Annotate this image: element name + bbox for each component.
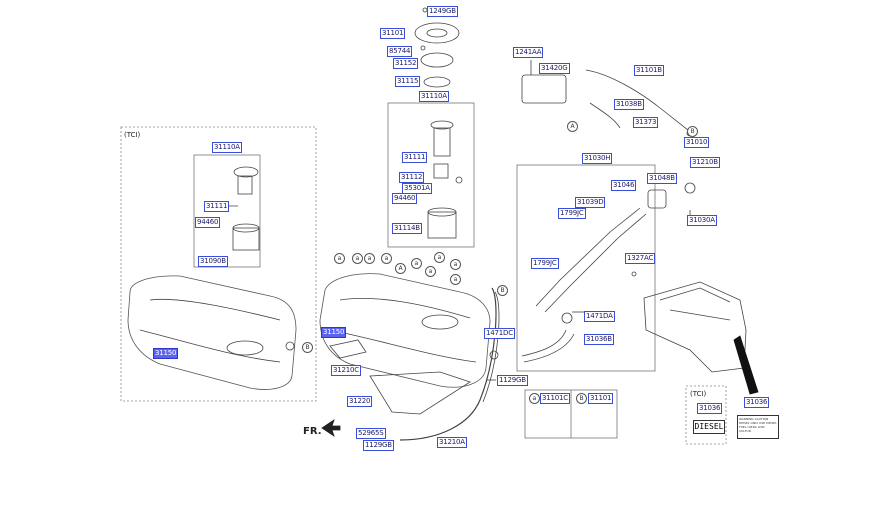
tci-part-label-31111[interactable]: 31111 (204, 201, 230, 212)
part-label-31210A[interactable]: 31210A (437, 437, 467, 448)
part-label-1471DC[interactable]: 1471DC (484, 328, 515, 339)
part-label-52965S[interactable]: 52965S (356, 428, 386, 439)
part-label-31115[interactable]: 31115 (395, 76, 421, 87)
part-label-1327AC[interactable]: 1327AC (625, 253, 656, 264)
part-label-31152[interactable]: 31152 (393, 58, 419, 69)
part-label-31150-main[interactable]: 31150 (321, 327, 347, 338)
part-label-31150-tci[interactable]: 31150 (153, 348, 179, 359)
kit-label-b[interactable]: 31101 (588, 393, 614, 404)
ref-circle-a6: a (425, 266, 436, 277)
part-label-31110A[interactable]: 31110A (419, 91, 449, 102)
part-label-85744[interactable]: 85744 (387, 46, 413, 57)
part-label-31036B[interactable]: 31036B (584, 334, 614, 345)
part-label-31101[interactable]: 31101 (380, 28, 406, 39)
ref-circle-A1: A (395, 263, 406, 274)
ref-circle-a5: a (411, 258, 422, 269)
part-label-31420G[interactable]: 31420G (539, 63, 570, 74)
front-direction-label: FR. (303, 426, 322, 437)
part-label-31114B[interactable]: 31114B (392, 223, 422, 234)
part-label-31220[interactable]: 31220 (347, 396, 373, 407)
part-label-31036-tci[interactable]: 31036 (697, 403, 723, 414)
part-label-31010[interactable]: 31010 (684, 137, 710, 148)
tci-caption-top: (TCI) (124, 131, 141, 139)
part-label-31039D[interactable]: 31039D (575, 197, 606, 208)
tci-part-label-94460[interactable]: 94460 (195, 217, 221, 228)
part-label-1799JC-b[interactable]: 1799JC (531, 258, 559, 269)
part-label-31046[interactable]: 31046 (611, 180, 637, 191)
part-label-94460[interactable]: 94460 (392, 193, 418, 204)
tci-pump-box (193, 154, 261, 268)
part-label-31048B[interactable]: 31048B (647, 173, 677, 184)
ref-circle-a8: a (450, 259, 461, 270)
kit-label-a[interactable]: 31101C (540, 393, 570, 404)
part-label-31038B[interactable]: 31038B (614, 99, 644, 110)
part-label-31112[interactable]: 31112 (399, 172, 425, 183)
tci-part-label-31090B[interactable]: 31090B (198, 256, 228, 267)
ref-circle-a-kit: a (529, 393, 540, 404)
pump-box (387, 102, 475, 248)
part-label-31036-car[interactable]: 31036 (744, 397, 770, 408)
part-label-1129GB-a[interactable]: 1129GB (497, 375, 528, 386)
ref-circle-B2: B (302, 342, 313, 353)
warning-label: WARNING CAUTION DIESEL ONLY USE DIESEL F… (737, 415, 779, 439)
part-label-31030H[interactable]: 31030H (582, 153, 613, 164)
ref-circle-a9: a (450, 274, 461, 285)
part-label-31210B[interactable]: 31210B (690, 157, 720, 168)
part-label-31030A[interactable]: 31030A (687, 215, 717, 226)
part-label-1799JC-a[interactable]: 1799JC (558, 208, 586, 219)
diesel-tag: DIESEL (693, 420, 725, 434)
ref-circle-b-kit: B (576, 393, 587, 404)
tci-caption-bottom: (TCI) (690, 390, 707, 398)
part-label-31111[interactable]: 31111 (402, 152, 428, 163)
filler-box (516, 164, 656, 372)
part-label-1249GB[interactable]: 1249GB (427, 6, 458, 17)
tci-label-box (685, 385, 727, 445)
tci-part-label-31110A[interactable]: 31110A (212, 142, 242, 153)
part-label-1129GB-b[interactable]: 1129GB (363, 440, 394, 451)
ref-circle-B3: B (687, 126, 698, 137)
ref-circle-a3: a (364, 253, 375, 264)
ref-circle-a4: a (381, 253, 392, 264)
ref-circle-a7: a (434, 252, 445, 263)
ref-circle-a1: a (334, 253, 345, 264)
part-label-31373[interactable]: 31373 (633, 117, 659, 128)
ref-circle-B1: B (497, 285, 508, 296)
part-label-31101B[interactable]: 31101B (634, 65, 664, 76)
part-label-1241AA[interactable]: 1241AA (513, 47, 544, 58)
part-label-1471DA[interactable]: 1471DA (584, 311, 615, 322)
ref-circle-a2: a (352, 253, 363, 264)
ref-circle-A2: A (567, 121, 578, 132)
tci-dashed-box (120, 126, 317, 402)
part-label-31210C[interactable]: 31210C (331, 365, 361, 376)
